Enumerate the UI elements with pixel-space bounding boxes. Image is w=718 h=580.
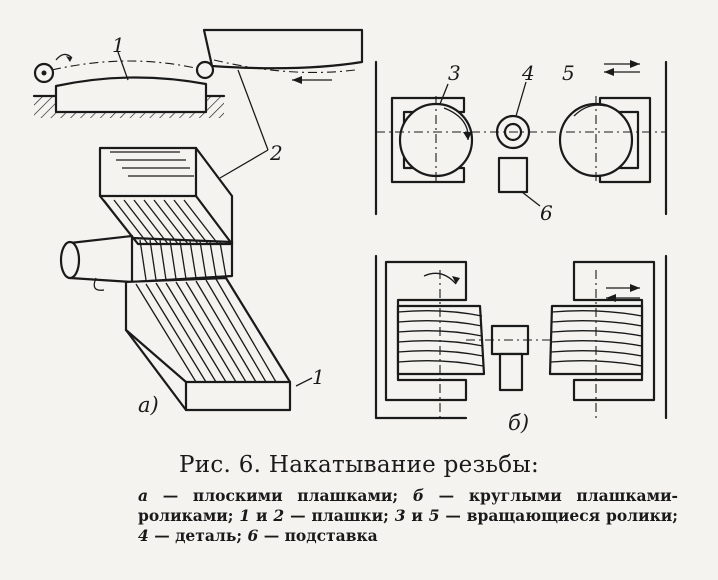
roller-die-bottom — [374, 254, 668, 420]
bottom-flat-die — [54, 76, 208, 114]
panel-label-a: а) — [138, 393, 159, 417]
legend-num-4: 4 — [138, 526, 149, 545]
legend-num-3: 3 — [394, 506, 406, 525]
figure-caption-title: Рис. 6. Накатывание резьбы: — [178, 452, 540, 478]
rod-rotation-arrow — [93, 277, 105, 291]
legend-key-a: а — [138, 486, 149, 505]
workpiece-right — [195, 60, 215, 80]
label-3: 3 — [448, 61, 461, 85]
legend-and-1: и — [250, 506, 274, 525]
flat-die-3d — [59, 146, 313, 412]
legend-support: — подставка — [258, 526, 378, 545]
legend-num-2: 2 — [273, 506, 285, 525]
roller-die-top — [374, 60, 668, 216]
legend-dies: — плашки; — [284, 506, 395, 525]
legend-num-5: 5 — [428, 506, 440, 525]
figure-legend: а — плоскими плашками; б — круглыми плаш… — [138, 486, 678, 546]
flat-die-schematic — [32, 28, 364, 179]
label-4: 4 — [521, 61, 535, 85]
rotation-arrow-left — [55, 53, 73, 61]
legend-and-2: и — [405, 506, 429, 525]
label-1-top: 1 — [112, 33, 125, 57]
rod-end — [59, 240, 81, 280]
legend-part: — деталь; — [148, 526, 248, 545]
panel-label-b: б) — [508, 411, 529, 435]
technical-figure: 1 2 3 4 5 6 1 а) б) — [32, 28, 668, 435]
label-2: 2 — [269, 141, 283, 165]
legend-num-6: 6 — [247, 526, 259, 545]
legend-num-1: 1 — [239, 506, 251, 525]
support-6 — [497, 156, 529, 194]
label-5: 5 — [562, 61, 575, 85]
legend-key-b: б — [412, 486, 425, 505]
legend-rollers: — вращающиеся ролики; — [439, 506, 679, 525]
threaded-roller-left — [396, 304, 486, 376]
top-flat-die — [202, 28, 364, 70]
label-6: 6 — [540, 201, 553, 225]
label-1-bottom: 1 — [312, 365, 325, 389]
legend-text-b: — круглыми плашками-роликами; — [138, 486, 678, 525]
legend-text-a: — плоскими плашками; — [148, 486, 413, 505]
